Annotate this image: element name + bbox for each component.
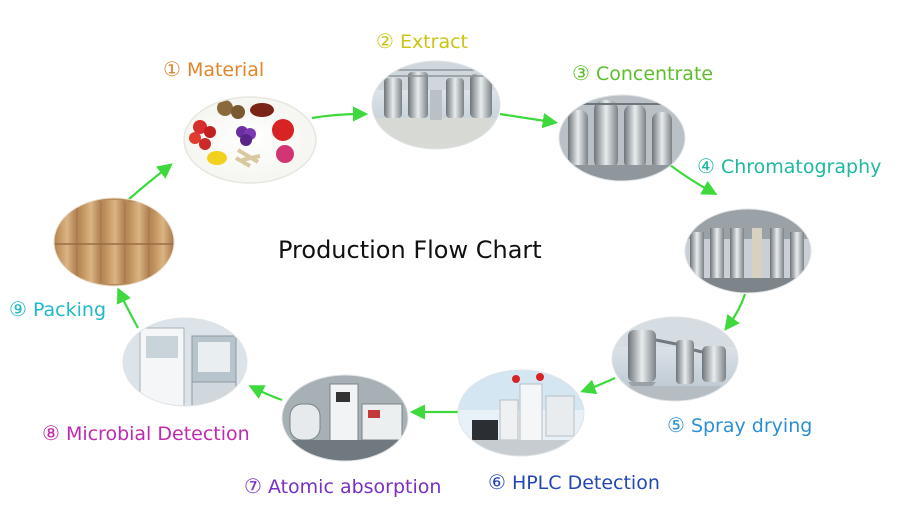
step-image-concentrate <box>558 94 686 182</box>
arrow-7-8 <box>248 385 283 402</box>
diagram-title: Production Flow Chart <box>278 236 542 264</box>
arrow-9-1 <box>127 163 173 201</box>
step-number: ④ <box>697 154 715 178</box>
step-number: ⑧ <box>42 421 60 445</box>
step-text: Chromatography <box>720 156 882 178</box>
step-text: Spray drying <box>690 415 813 437</box>
step-number: ② <box>376 29 394 53</box>
arrow-5-6 <box>580 377 616 395</box>
step-image-extract <box>371 60 501 150</box>
step-number: ⑨ <box>9 297 27 321</box>
step-image-chromatography <box>684 208 812 294</box>
step-image-packing <box>53 197 175 287</box>
arrow-4-5 <box>724 293 747 331</box>
step-text: Microbial Detection <box>65 423 250 445</box>
arrow-1-2 <box>311 106 369 122</box>
step-text: Packing <box>32 299 107 321</box>
step-image-hplc <box>457 369 585 457</box>
step-image-atomic-absorption <box>281 374 409 462</box>
step-text: Extract <box>399 31 468 53</box>
step-text: Concentrate <box>595 63 714 85</box>
step-text: Atomic absorption <box>267 476 442 498</box>
step-number: ⑦ <box>244 474 262 498</box>
step-image-spray-drying <box>611 316 739 402</box>
step-image-microbial <box>122 317 248 407</box>
step-image-material <box>183 96 317 184</box>
arrow-3-4 <box>669 164 718 195</box>
step-number: ① <box>163 57 181 81</box>
step-number: ③ <box>572 61 590 85</box>
step-number: ⑤ <box>667 413 685 437</box>
arrow-8-9 <box>116 287 139 329</box>
step-number: ⑥ <box>488 470 506 494</box>
flow-arrows <box>116 106 747 420</box>
step-text: Material <box>186 59 265 81</box>
arrow-2-3 <box>499 112 559 129</box>
step-text: HPLC Detection <box>511 472 660 494</box>
